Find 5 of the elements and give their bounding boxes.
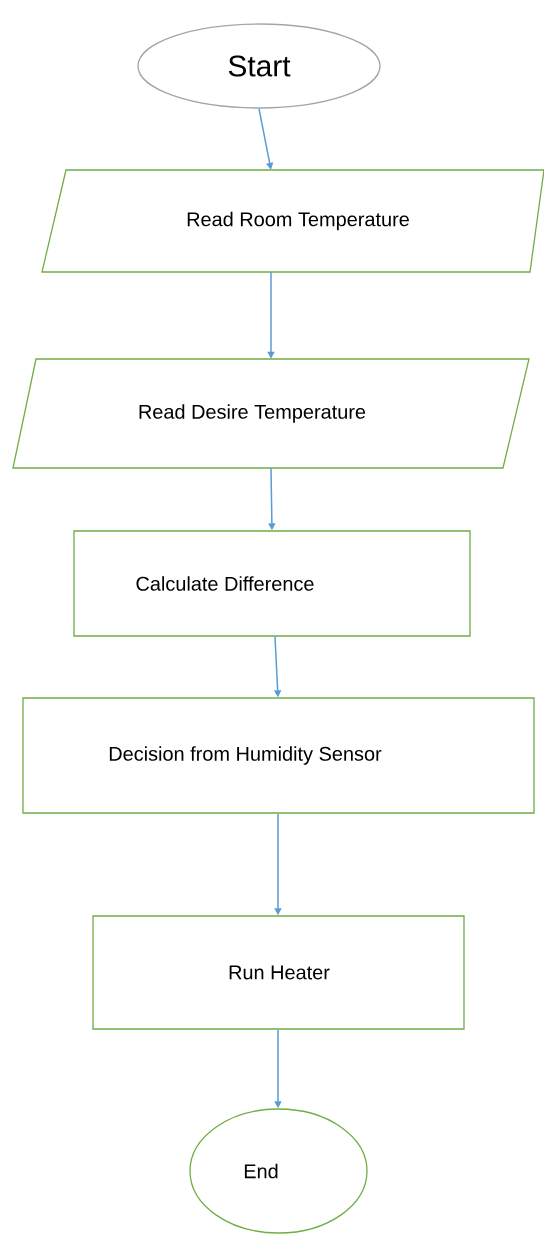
input-parallelogram: Read Room Temperature — [41, 169, 544, 273]
process-box: Decision from Humidity Sensor — [22, 697, 535, 814]
input-parallelogram: Read Desire Temperature — [12, 358, 530, 469]
process-box: Calculate Difference — [73, 530, 471, 637]
process-box: Run Heater — [92, 915, 465, 1030]
